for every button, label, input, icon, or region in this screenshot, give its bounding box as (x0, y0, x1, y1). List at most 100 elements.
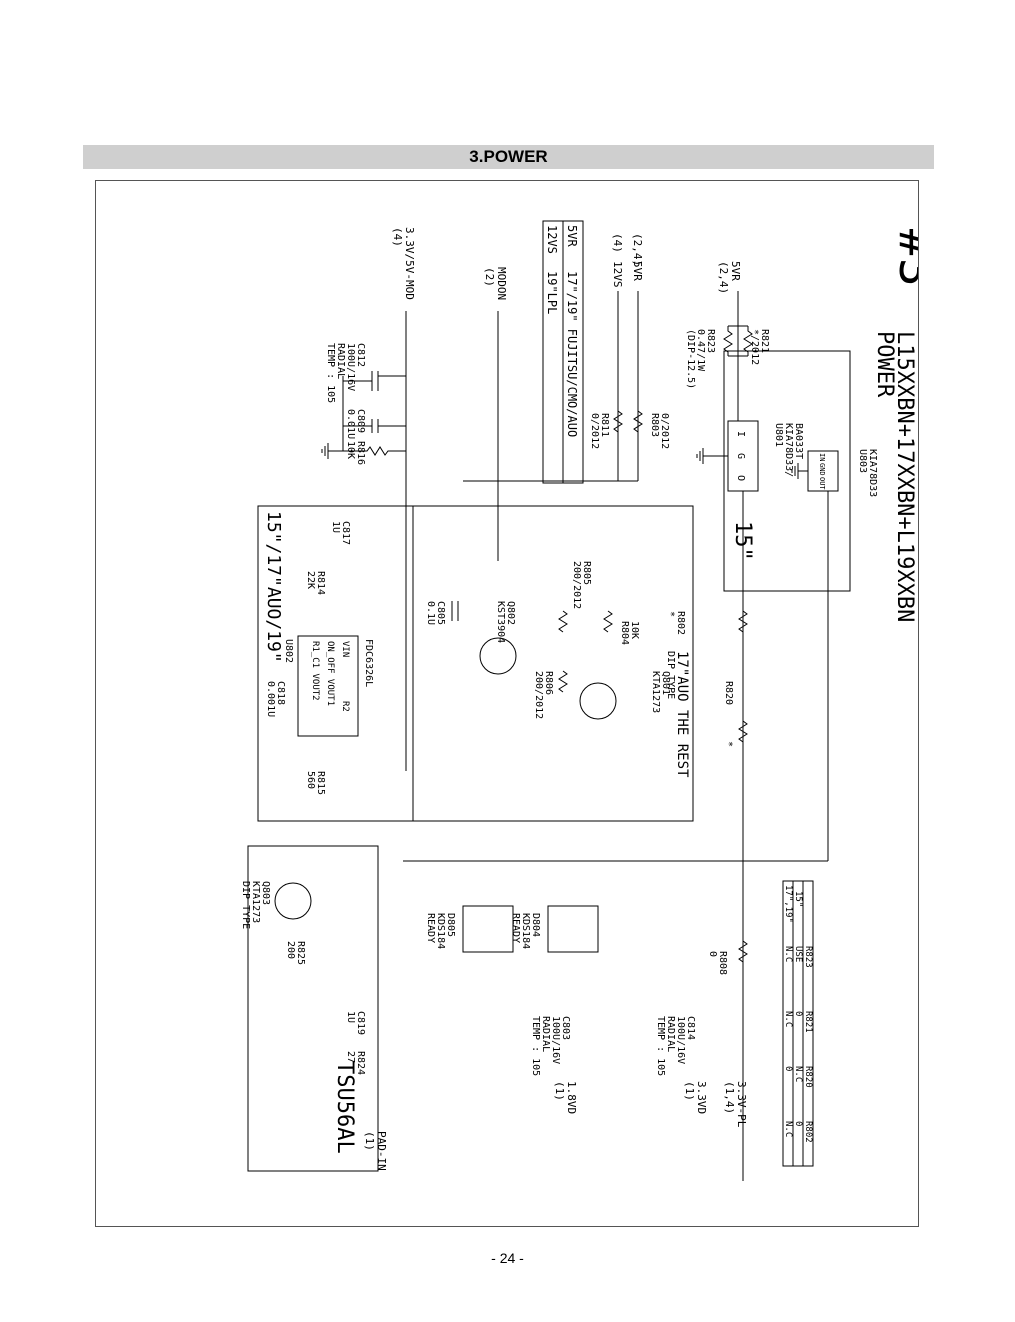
r816-value: 10K (345, 441, 356, 459)
u801-ground-symbol (696, 448, 704, 464)
config-h-r821: R821 (803, 1011, 813, 1033)
r820-value: * (723, 741, 734, 747)
net-33vd: 3.3VD (695, 1081, 708, 1114)
r821-value: */2012 (749, 329, 760, 365)
r825-value: 200 (285, 941, 296, 959)
c812-label: C812 (355, 343, 366, 367)
block-auo-rest-label: 17"AUO THE REST (674, 651, 690, 778)
u803-ground-symbol (791, 463, 799, 479)
r802-symbol (738, 610, 748, 633)
r811-label: R811 (599, 413, 610, 437)
q802-label: Q802 (505, 601, 516, 625)
net-pad-in-ref: (1) (363, 1131, 376, 1151)
net-18vd-ref: (1) (553, 1081, 566, 1101)
q802-body (479, 637, 517, 675)
net-5vr-top-ref: (2,4) (717, 261, 730, 294)
u802-pin-r2: R2 (340, 701, 350, 712)
r805-value: 200/2012 (571, 561, 582, 609)
config-h-r823: R823 (803, 946, 813, 968)
r803-value: 0/2012 (659, 413, 670, 449)
r820-symbol (738, 720, 748, 743)
net-5vr-mid-ref: (2,4) (631, 233, 644, 266)
r803-symbol (633, 410, 643, 433)
config-r1-c4: N.C (783, 1121, 793, 1137)
c809-value: 0.01U (345, 409, 356, 439)
config-r0-c2: 0 (793, 1011, 803, 1016)
q803-body (274, 882, 312, 920)
u803-pin-in: IN (818, 453, 826, 461)
u801-part2: BA033T (793, 423, 804, 459)
r804-value: 10K (629, 621, 640, 639)
d804-part: KDS184 (520, 913, 531, 949)
c803-type: RADIAL (540, 1016, 551, 1052)
u802-part: FDC6326L (363, 639, 374, 687)
block-auo-rest (412, 505, 694, 822)
r816-label: R816 (355, 441, 366, 465)
r806-value: 200/2012 (533, 671, 544, 719)
u803-label: U803 (857, 449, 868, 473)
power-schematic: #3 L15XXBN+17XXBN+L19XXBN POWER 15" U803… (240, 220, 918, 1181)
r821-r823-pair (723, 325, 753, 357)
section-title: 3.POWER (83, 145, 934, 169)
r808-value: 0 (707, 951, 718, 957)
r806-symbol (558, 670, 568, 693)
r805-symbol (558, 610, 568, 633)
supply-row-1-desc: 19"LPL (545, 271, 559, 314)
r824-value: 27 (345, 1051, 356, 1063)
config-h-r820: R820 (803, 1066, 813, 1088)
c803-temp: TEMP : 105 (530, 1016, 541, 1076)
net-12vs-ref: (4) (611, 233, 624, 253)
net-18vd: 1.8VD (565, 1081, 578, 1114)
r808-label: R808 (717, 951, 728, 975)
block-tsu-label: TSU56AL (332, 1061, 357, 1154)
config-r0-c3: N.C (793, 1066, 803, 1082)
c818-label: C818 (275, 681, 286, 705)
config-r1-c2: N.C (783, 1011, 793, 1027)
title-main: L15XXBN+17XXBN+L19XXBN (892, 331, 917, 622)
supply-row-0-net: 5VR (565, 225, 579, 247)
d805-label: D805 (445, 913, 456, 937)
net-modon-ref: (2) (483, 267, 496, 287)
c809-label: C809 (355, 409, 366, 433)
q803-part: KTA1273 (250, 881, 261, 923)
c805-symbol (451, 601, 459, 621)
config-r0-label: 15" (793, 891, 803, 907)
net-33-pl: 3.3V-PL (735, 1081, 748, 1128)
net-5vr-mid: 5VR (631, 261, 644, 281)
net-33-5v-mod: 3.3V/5V-MOD (403, 227, 416, 300)
u801-part1: KIA78D33/ (783, 423, 794, 477)
config-h-r802: R802 (803, 1121, 813, 1143)
q803-label: Q803 (260, 881, 271, 905)
c812-value: 100U/16V (345, 343, 356, 391)
u803-pin-gnd: GND (818, 463, 826, 476)
u801-pin-out: O (735, 475, 746, 481)
u803-part: KIA78D33 (867, 449, 878, 497)
u802-pin-vin: VIN (340, 641, 350, 657)
c805-label: C805 (435, 601, 446, 625)
net-pad-in: PAD-IN (375, 1131, 388, 1171)
r815-value: 560 (305, 771, 316, 789)
r804-label: R804 (619, 621, 630, 645)
net-12vs: 12VS (611, 261, 624, 288)
c814-temp: TEMP : 105 (655, 1016, 666, 1076)
c818-value: 0.001U (265, 681, 276, 717)
q803-type: DIP TYPE (240, 881, 251, 929)
c812-type: RADIAL (335, 343, 346, 379)
page-number: - 24 - (491, 1250, 524, 1266)
block-tsu (247, 845, 379, 1172)
config-r1-c1: N.C (783, 946, 793, 962)
supply-row-0-desc: 17"/19" FUJITSU/CMO/AUO (565, 271, 579, 437)
c817-label: C817 (340, 521, 351, 545)
q802-part: KST3904 (495, 601, 506, 643)
r816-symbol (343, 446, 406, 456)
r814-label: R814 (315, 571, 326, 595)
r823-value: 0.47/1W (695, 329, 706, 372)
r805-label: R805 (581, 561, 592, 585)
r820-label: R820 (723, 681, 734, 705)
c809-symbol (343, 419, 406, 433)
r804-symbol (603, 610, 613, 633)
r814-value: 22K (305, 571, 316, 589)
q801-part: KTA1273 (650, 671, 661, 713)
panel-15-box (723, 350, 851, 592)
config-r0-c4: 0 (793, 1121, 803, 1126)
